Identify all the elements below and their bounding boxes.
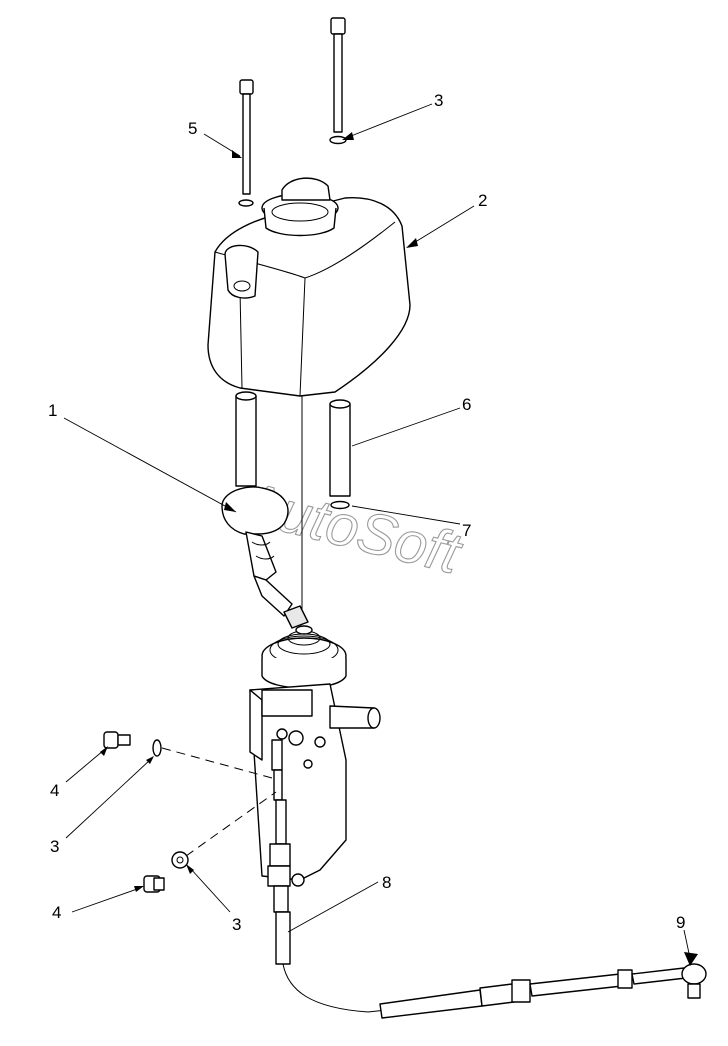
- callout-1: 1: [48, 401, 57, 420]
- callout-4-upper: 4: [50, 781, 59, 800]
- assembly-line-lower: [185, 791, 277, 857]
- callout-3-lower: 3: [232, 915, 241, 934]
- callout-2: 2: [478, 191, 487, 210]
- washer-item-3-lower: [171, 851, 189, 869]
- callout-9: 9: [676, 913, 685, 932]
- callout-4-lower: 4: [52, 903, 61, 922]
- shift-knob: [221, 486, 309, 629]
- callout-3-top: 3: [434, 91, 443, 110]
- spacer-tube-item-6: [329, 399, 351, 510]
- callout-6: 6: [462, 395, 471, 414]
- spacer-tube-left: [235, 391, 257, 487]
- shift-mechanism: [249, 625, 381, 913]
- callout-3-left: 3: [50, 837, 59, 856]
- callout-8: 8: [382, 873, 391, 892]
- shift-cable: [275, 911, 707, 1019]
- callout-5: 5: [188, 119, 197, 138]
- washer-item-3-upper: [152, 739, 162, 757]
- bolt-item-4-lower: [143, 875, 165, 893]
- bolt-item-4-upper: [103, 731, 131, 749]
- long-bolt-right: [329, 17, 347, 145]
- bolt-item-5: [238, 79, 254, 207]
- shift-cover-housing: [207, 177, 411, 397]
- assembly-line-upper: [161, 747, 273, 779]
- callout-7: 7: [462, 521, 471, 540]
